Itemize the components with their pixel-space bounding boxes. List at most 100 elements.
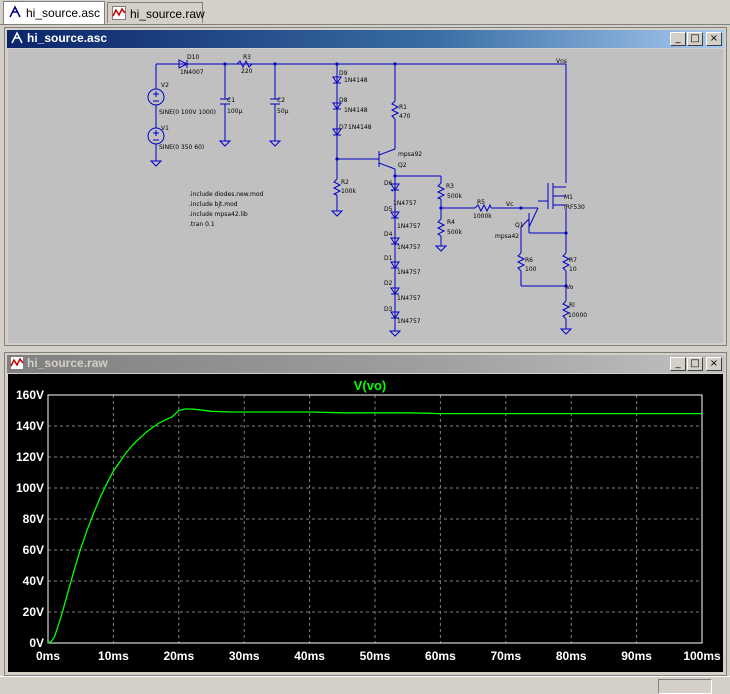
schematic-canvas[interactable]: Vns Vc Vo V2 SINE(0 100V 1000) V1 SINE(0… [8, 49, 723, 343]
component-value: IRF530 [564, 204, 585, 211]
component-ref: R4 [447, 219, 455, 226]
y-tick-label: 100V [16, 481, 44, 495]
component-ref: R6 [525, 257, 533, 264]
x-tick-label: 40ms [294, 649, 325, 663]
x-tick-label: 0ms [36, 649, 60, 663]
x-tick-label: 20ms [163, 649, 194, 663]
waveform-window: hi_source.raw _ □ × V(vo) 0ms 10ms 20ms 30m… [4, 352, 727, 676]
schematic-icon [11, 31, 23, 44]
component-ref: R7 [569, 257, 577, 264]
x-tick-label: 60ms [425, 649, 456, 663]
waveform-icon [10, 356, 24, 370]
x-tick-label: 80ms [556, 649, 587, 663]
component-value: 100 [525, 266, 537, 273]
x-tick-label: 30ms [229, 649, 260, 663]
component-ref: R5 [477, 199, 485, 206]
component-value: 10 [569, 266, 577, 273]
component-value: 1N4148 [344, 107, 368, 114]
plot-background [8, 374, 723, 672]
component-ref: D1 [384, 255, 393, 262]
component-value: 1N4757 [393, 200, 417, 207]
schematic-icon [9, 5, 21, 18]
component-value: mpsa92 [398, 151, 422, 158]
component-ref: D10 [187, 54, 199, 61]
node-label-vns: Vns [556, 58, 567, 65]
component-ref: D7 [339, 124, 348, 131]
component-ref: V2 [161, 82, 169, 89]
plot-frame [47, 394, 703, 644]
component-value: 500k [447, 193, 462, 200]
component-value: 1N4757 [397, 223, 421, 230]
schematic-junctions [223, 62, 568, 288]
plot-grid [48, 395, 702, 643]
minimize-button[interactable]: _ [670, 32, 686, 46]
waveform-window-titlebar[interactable]: hi_source.raw _ □ × [7, 355, 724, 373]
spice-directive: .include diodes.new.mod [189, 191, 264, 198]
component-value: 1N4007 [180, 69, 204, 76]
component-value: 1N4148 [348, 124, 372, 131]
tab-hi-source-asc[interactable]: hi_source.asc [3, 1, 105, 24]
component-ref: D6 [384, 180, 393, 187]
schematic-window: hi_source.asc _ □ × [4, 27, 727, 346]
component-value: 500k [447, 229, 462, 236]
component-value: 100k [341, 188, 356, 195]
component-ref: V1 [161, 125, 169, 132]
y-tick-label: 40V [23, 574, 44, 588]
series-line-vvo [47, 408, 702, 644]
minimize-button[interactable]: _ [670, 357, 686, 371]
status-bar [0, 676, 730, 694]
y-tick-label: 20V [23, 605, 44, 619]
component-ref: R3 [446, 183, 454, 190]
close-button[interactable]: × [706, 357, 722, 371]
x-tick-label: 90ms [621, 649, 652, 663]
component-value: 1N4148 [344, 77, 368, 84]
node-label-vo: Vo [566, 284, 574, 291]
status-panel [658, 679, 712, 694]
component-ref: R3 [243, 54, 251, 61]
component-value: 1N4757 [397, 295, 421, 302]
schematic-symbols [147, 59, 573, 337]
x-tick-label: 50ms [360, 649, 391, 663]
tab-hi-source-raw[interactable]: hi_source.raw [107, 2, 205, 23]
waveform-window-title: hi_source.raw [27, 356, 108, 370]
x-tick-label: 10ms [98, 649, 129, 663]
component-value: 1N4757 [397, 269, 421, 276]
component-ref: D3 [384, 306, 393, 313]
component-value: mpsa42 [495, 233, 519, 240]
component-value: 100µ [227, 108, 242, 115]
component-ref: D5 [384, 206, 393, 213]
maximize-button[interactable]: □ [687, 32, 703, 46]
y-tick-label: 80V [23, 512, 44, 526]
schematic-window-title: hi_source.asc [27, 31, 108, 45]
close-button[interactable]: × [706, 32, 722, 46]
y-tick-label: 120V [16, 450, 44, 464]
spice-directive: .include bjt.mod [189, 201, 238, 208]
component-ref: Q2 [398, 162, 407, 169]
plot-traces [47, 408, 702, 644]
component-ref: C1 [227, 97, 235, 104]
y-tick-label: 60V [23, 543, 44, 557]
y-tick-label: 160V [16, 388, 44, 402]
component-value: 220 [241, 68, 253, 75]
component-value: 1000k [473, 213, 492, 220]
spice-directive: .include mpsa42.lib [189, 211, 248, 218]
component-ref: R1 [399, 104, 407, 111]
trace-label[interactable]: V(vo) [354, 378, 387, 393]
component-ref: D9 [339, 70, 348, 77]
component-ref: D4 [384, 231, 393, 238]
component-ref: R2 [341, 179, 349, 186]
component-value: 50µ [277, 108, 289, 115]
component-ref: D8 [339, 97, 348, 104]
component-value: 470 [399, 113, 411, 120]
tab-label: hi_source.asc [26, 6, 101, 20]
node-label-vc: Vc [506, 201, 513, 208]
tab-label: hi_source.raw [130, 7, 205, 21]
maximize-button[interactable]: □ [687, 357, 703, 371]
waveform-icon [112, 6, 126, 20]
y-tick-label: 0V [29, 636, 44, 650]
component-value: 1N4757 [397, 318, 421, 325]
schematic-window-titlebar[interactable]: hi_source.asc _ □ × [7, 30, 724, 48]
component-ref: M1 [564, 194, 573, 201]
